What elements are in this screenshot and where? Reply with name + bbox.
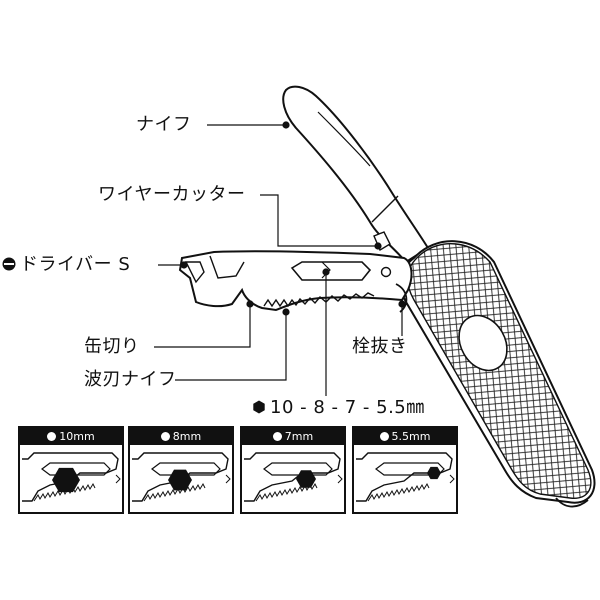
panel-header: 10mm (20, 428, 122, 445)
panel-hex-nut (52, 467, 80, 493)
panel-size-label: 8mm (172, 430, 202, 443)
panel-hex-slot (41, 462, 111, 476)
panel-header: 8mm (130, 428, 232, 445)
label-can-opener: 缶切り (84, 336, 140, 357)
panel-hex-nut (296, 470, 316, 488)
tool-body (178, 231, 413, 313)
panel-serrated-edge (33, 482, 96, 502)
panel-edge-mark (225, 474, 231, 484)
panel-dot-icon (160, 432, 170, 441)
panel-header: 5.5mm (354, 428, 456, 445)
panel-header: 7mm (242, 428, 344, 445)
panel-3: 7mm (240, 426, 346, 514)
panel-size-label: 5.5mm (391, 430, 431, 443)
panel-size-label: 10mm (59, 430, 95, 443)
panel-edge-mark (337, 474, 343, 484)
label-hex-sizes: 10 - 8 - 7 - 5.5㎜ (252, 398, 425, 418)
panel-serrated-edge (255, 482, 318, 502)
panel-edge-mark (115, 474, 121, 484)
leader-lines (154, 121, 406, 396)
panel-hex-nut (168, 469, 192, 491)
panel-dot-icon (272, 432, 282, 441)
panel-illustration (356, 452, 455, 502)
hex-nut-icon (253, 400, 265, 414)
panel-size-label: 7mm (284, 430, 314, 443)
label-driver: ドライバー S (2, 255, 130, 275)
label-cork-puller: 栓抜き (352, 336, 408, 357)
panel-illustration (132, 452, 231, 502)
panel-hex-slot (263, 462, 333, 476)
panel-illustration (244, 452, 343, 502)
panel-hex-slot (375, 462, 445, 476)
knife-blade (282, 85, 430, 264)
panel-2: 8mm (128, 426, 234, 514)
label-serrated-knife: 波刃ナイフ (84, 369, 177, 390)
label-wire-cutter: ワイヤーカッター (98, 184, 246, 205)
label-knife: ナイフ (136, 114, 192, 135)
slot-screw-icon (2, 257, 16, 271)
panel-4: 5.5mm (352, 426, 458, 514)
panel-edge-mark (449, 474, 455, 484)
panel-illustration (22, 452, 121, 502)
panel-1: 10mm (18, 426, 124, 514)
panel-dot-icon (47, 432, 57, 441)
panel-serrated-edge (143, 482, 206, 502)
panel-hex-nut (427, 466, 441, 480)
panel-dot-icon (379, 432, 389, 441)
panel-hex-slot (151, 462, 221, 476)
panel-serrated-edge (367, 482, 430, 502)
